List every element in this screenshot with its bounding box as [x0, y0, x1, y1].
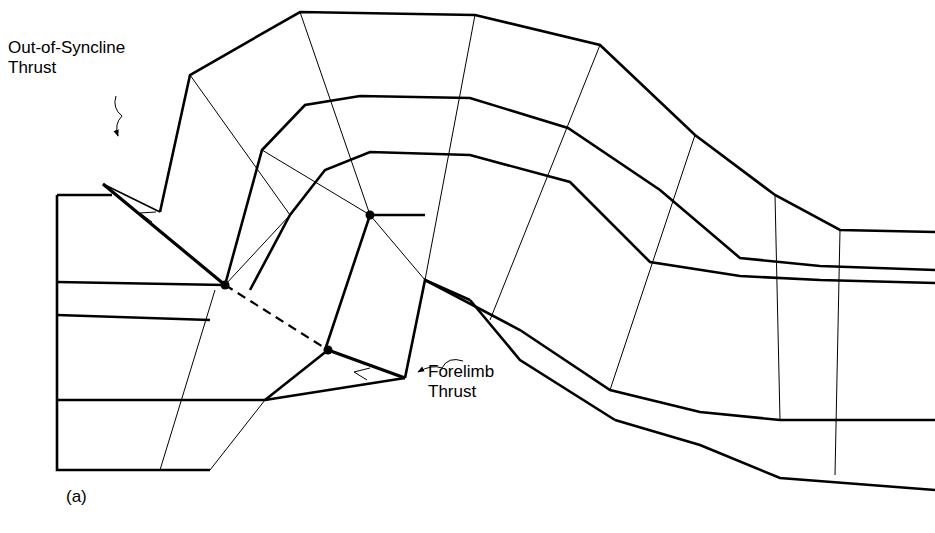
bedding-layers — [57, 12, 935, 490]
thin-construction-lines — [160, 12, 840, 475]
panel-letter: (a) — [66, 487, 126, 507]
hinge-dots — [221, 211, 375, 355]
fault-label: Out-of-Syncline Thrust — [8, 38, 138, 78]
leader-arrows — [115, 96, 463, 372]
fault-label: Forelimb Thrust — [428, 362, 528, 402]
thrust-faults — [103, 184, 405, 380]
